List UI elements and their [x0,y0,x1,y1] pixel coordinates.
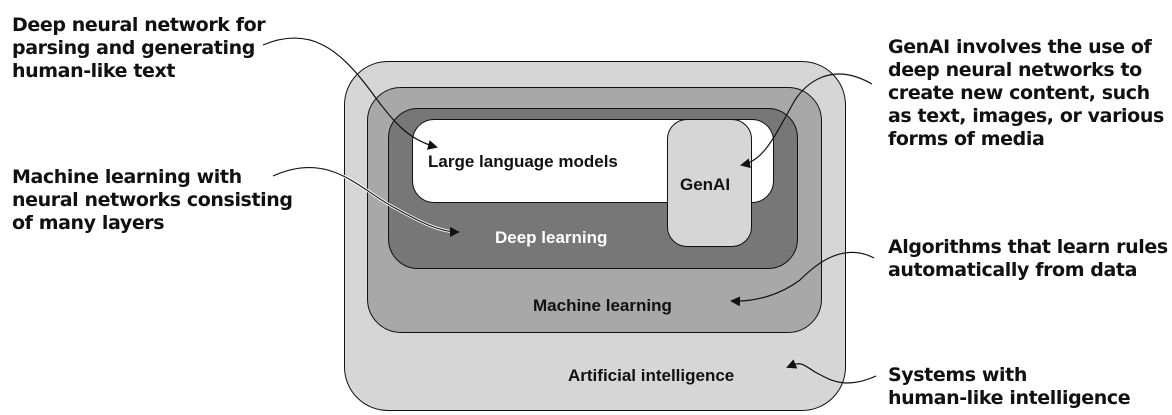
label-genai: GenAI [680,175,731,194]
annotation-artificial-intelligence: Systems with human-like intelligence [888,364,1131,409]
arrow-deep-learning-halo [272,165,459,234]
region-genai [667,119,752,247]
arrow-llm [262,37,438,150]
annotation-genai: GenAI involves the use of deep neural ne… [888,36,1164,150]
label-deep-learning: Deep learning [495,228,608,247]
annotation-deep-learning: Machine learning with neural networks co… [12,166,293,234]
label-large-language-models: Large language models [428,152,618,171]
label-artificial-intelligence: Artificial intelligence [568,366,735,385]
annotation-machine-learning: Algorithms that learn rules automaticall… [888,236,1168,281]
annotation-llm: Deep neural network for parsing and gene… [12,14,266,82]
arrow-artificial-intelligence [786,359,877,384]
arrow-deep-learning [272,166,460,237]
label-machine-learning: Machine learning [533,296,672,315]
arrow-genai [740,73,873,169]
arrow-machine-learning [730,251,875,307]
